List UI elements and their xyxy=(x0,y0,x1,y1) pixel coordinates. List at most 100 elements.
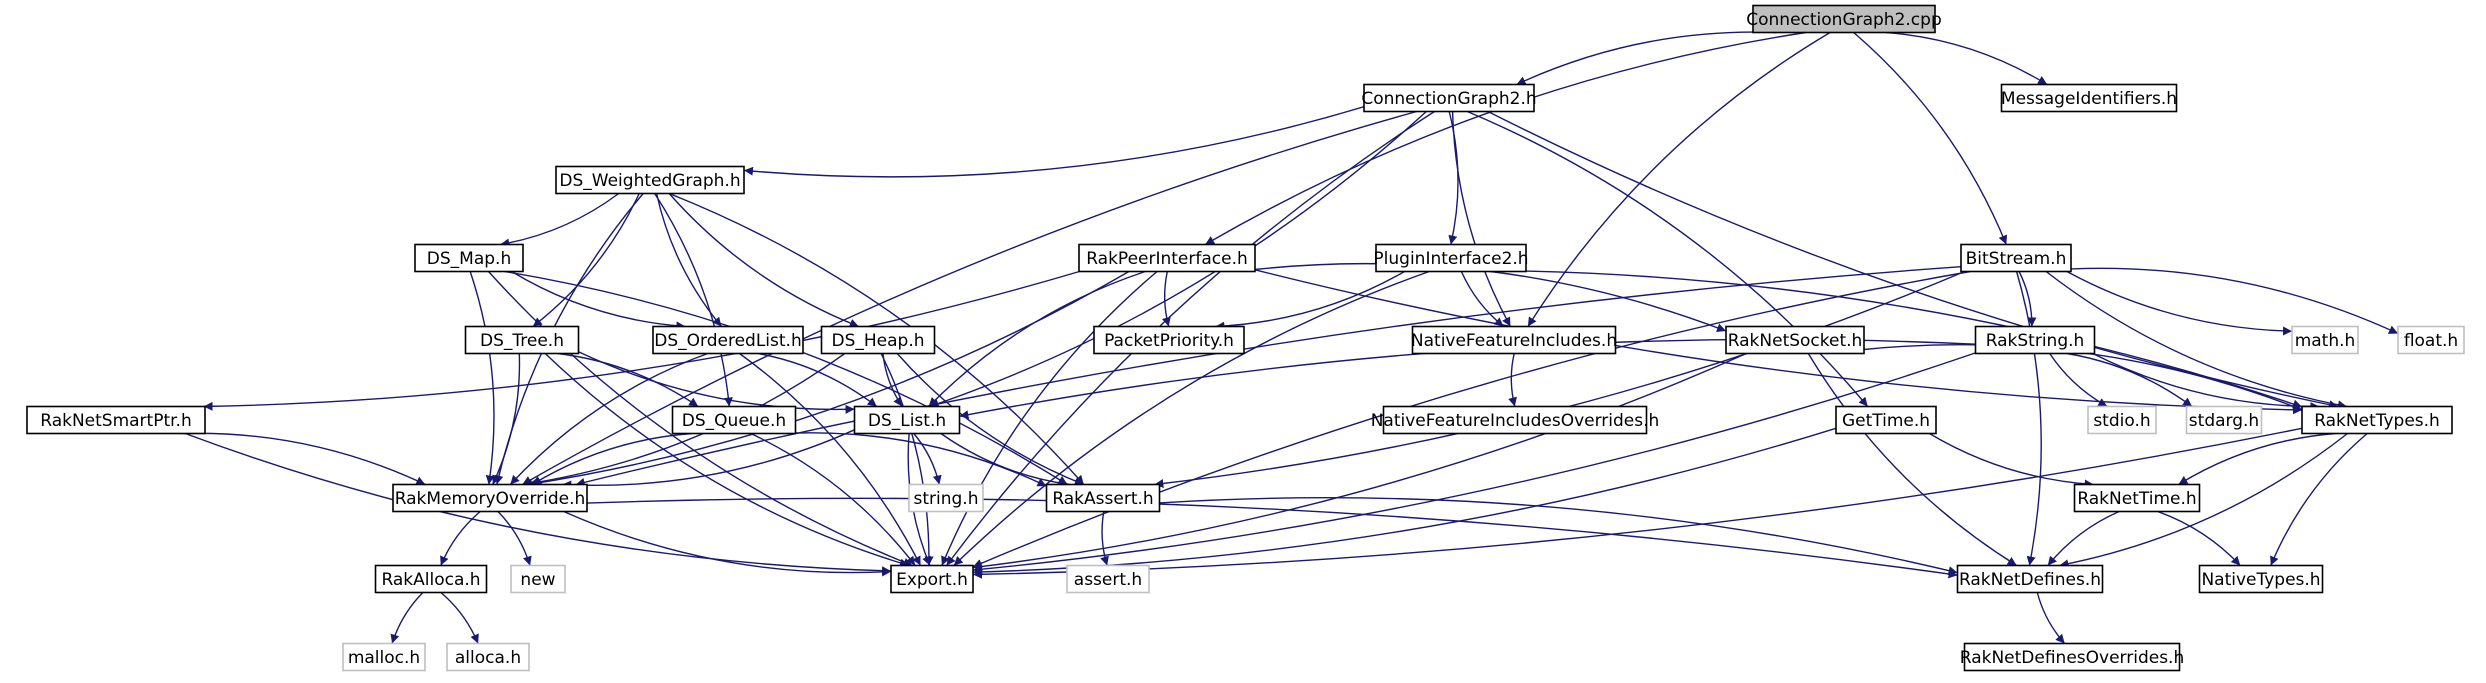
node-box-gettime[interactable] xyxy=(1835,405,1937,435)
node-box-memovr[interactable] xyxy=(392,483,588,513)
node-smartptr[interactable]: RakNetSmartPtr.h xyxy=(26,405,206,435)
edge-rpi-to-smartptr xyxy=(203,270,1080,411)
node-label-rpi: RakPeerInterface.h xyxy=(1086,249,1248,269)
edge-rakstring-to-stdio xyxy=(2049,353,2108,408)
node-box-socket[interactable] xyxy=(1725,325,1865,355)
node-box-assert[interactable] xyxy=(1045,483,1161,513)
node-box-dsheap[interactable] xyxy=(820,325,936,355)
edge-cg2h-to-wgraph xyxy=(743,106,1365,178)
node-socket[interactable]: RakNetSocket.h xyxy=(1725,325,1865,355)
edge-rpi-to-types xyxy=(1254,269,2303,415)
node-dsmap[interactable]: DS_Map.h xyxy=(414,243,524,273)
node-nfi[interactable]: NativeFeatureIncludes.h xyxy=(1411,325,1617,355)
node-label-dsmap: DS_Map.h xyxy=(427,249,511,269)
node-box-plugin[interactable] xyxy=(1375,243,1527,273)
node-bitstream[interactable]: BitStream.h xyxy=(1960,243,2072,273)
edge-cg2h-to-dslist xyxy=(929,110,1427,408)
edge-rpi-to-dslist xyxy=(928,270,1146,407)
node-label-assert: RakAssert.h xyxy=(1052,489,1153,509)
node-label-types: RakNetTypes.h xyxy=(2314,411,2440,431)
edge-wgraph-to-dsmap xyxy=(500,192,620,248)
node-box-dsmap[interactable] xyxy=(414,243,524,273)
node-label-pktprio: PacketPriority.h xyxy=(1104,331,1234,351)
node-defines[interactable]: RakNetDefines.h xyxy=(1956,564,2104,594)
node-box-nfio[interactable] xyxy=(1382,405,1648,435)
node-box-ntypes[interactable] xyxy=(2198,564,2324,594)
node-box-math xyxy=(2291,325,2359,355)
node-alloca[interactable]: RakAlloca.h xyxy=(374,564,488,594)
node-box-alloca[interactable] xyxy=(374,564,488,594)
node-label-nfio: NativeFeatureIncludesOverrides.h xyxy=(1371,411,1660,431)
edge-bitstream-to-float xyxy=(2070,267,2399,335)
node-label-float: float.h xyxy=(2404,331,2458,351)
node-box-cg2cpp[interactable] xyxy=(1752,4,1936,34)
node-box-dsolist[interactable] xyxy=(652,325,804,355)
node-nfio[interactable]: NativeFeatureIncludesOverrides.h xyxy=(1371,405,1660,435)
node-label-gettime: GetTime.h xyxy=(1842,411,1930,431)
node-box-msgid[interactable] xyxy=(2000,83,2178,113)
node-msgid[interactable]: MessageIdentifiers.h xyxy=(2000,83,2178,113)
node-box-dslist[interactable] xyxy=(853,405,961,435)
node-pktprio[interactable]: PacketPriority.h xyxy=(1093,325,1245,355)
node-cg2h[interactable]: ConnectionGraph2.h xyxy=(1361,83,1537,113)
node-label-mallocstd: malloc.h xyxy=(348,648,420,668)
node-gettime[interactable]: GetTime.h xyxy=(1835,405,1937,435)
node-box-rpi[interactable] xyxy=(1078,243,1256,273)
node-box-assertstd xyxy=(1066,564,1150,594)
node-label-cg2h: ConnectionGraph2.h xyxy=(1361,89,1536,109)
edge-alloca-to-mallocstd xyxy=(390,592,424,644)
edge-defines-to-dovr xyxy=(2036,592,2066,644)
node-dsqueue[interactable]: DS_Queue.h xyxy=(671,405,797,435)
node-dovr[interactable]: RakNetDefinesOverrides.h xyxy=(1960,642,2184,672)
node-dsheap[interactable]: DS_Heap.h xyxy=(820,325,936,355)
node-export[interactable]: Export.h xyxy=(890,564,974,594)
node-label-dovr: RakNetDefinesOverrides.h xyxy=(1960,648,2184,668)
node-ntypes[interactable]: NativeTypes.h xyxy=(2198,564,2324,594)
edge-nfi-to-nfio xyxy=(1508,353,1517,407)
node-label-rakstring: RakString.h xyxy=(1986,331,2085,351)
node-rpi[interactable]: RakPeerInterface.h xyxy=(1078,243,1256,273)
node-box-bitstream[interactable] xyxy=(1960,243,2072,273)
node-types[interactable]: RakNetTypes.h xyxy=(2301,405,2453,435)
node-box-allocastd xyxy=(446,642,530,672)
edge-dsheap-to-assert xyxy=(896,353,1085,486)
node-box-dovr[interactable] xyxy=(1963,642,2181,672)
node-box-nfi[interactable] xyxy=(1411,325,1617,355)
edge-plugin-to-types xyxy=(1525,270,2303,409)
node-wgraph[interactable]: DS_WeightedGraph.h xyxy=(555,165,745,195)
edge-cg2h-to-types xyxy=(1487,110,2339,410)
node-box-dsqueue[interactable] xyxy=(671,405,797,435)
node-cg2cpp[interactable]: ConnectionGraph2.cpp xyxy=(1746,4,1942,34)
node-box-smartptr[interactable] xyxy=(26,405,206,435)
node-box-types[interactable] xyxy=(2301,405,2453,435)
node-dstree[interactable]: DS_Tree.h xyxy=(464,325,580,355)
edge-assert-to-defines xyxy=(1159,497,1958,575)
node-label-math: math.h xyxy=(2295,331,2356,351)
node-label-string: string.h xyxy=(914,489,979,509)
node-box-defines[interactable] xyxy=(1956,564,2104,594)
node-dsolist[interactable]: DS_OrderedList.h xyxy=(652,325,804,355)
node-rakstring[interactable]: RakString.h xyxy=(1974,325,2096,355)
node-box-raktime[interactable] xyxy=(2073,483,2201,513)
edge-wgraph-to-dsqueue xyxy=(654,193,733,407)
edge-dsmap-to-dsolist xyxy=(511,270,686,331)
node-label-dsheap: DS_Heap.h xyxy=(831,331,924,351)
edge-types-to-defines xyxy=(2059,432,2348,569)
node-box-wgraph[interactable] xyxy=(555,165,745,195)
node-box-pktprio[interactable] xyxy=(1093,325,1245,355)
node-box-cg2h[interactable] xyxy=(1363,83,1535,113)
edge-dsolist-to-export xyxy=(739,352,922,566)
node-box-rakstring[interactable] xyxy=(1974,325,2096,355)
node-raktime[interactable]: RakNetTime.h xyxy=(2073,483,2201,513)
node-memovr[interactable]: RakMemoryOverride.h xyxy=(392,483,588,513)
node-plugin[interactable]: PluginInterface2.h xyxy=(1373,243,1529,273)
node-box-export[interactable] xyxy=(890,564,974,594)
node-assert[interactable]: RakAssert.h xyxy=(1045,483,1161,513)
edge-smartptr-to-export xyxy=(185,432,892,576)
node-label-ntypes: NativeTypes.h xyxy=(2201,570,2320,590)
edge-cg2cpp-to-bitstream xyxy=(1853,31,2008,245)
node-box-dstree[interactable] xyxy=(464,325,580,355)
node-box-stdio xyxy=(2087,405,2157,435)
node-dslist[interactable]: DS_List.h xyxy=(853,405,961,435)
